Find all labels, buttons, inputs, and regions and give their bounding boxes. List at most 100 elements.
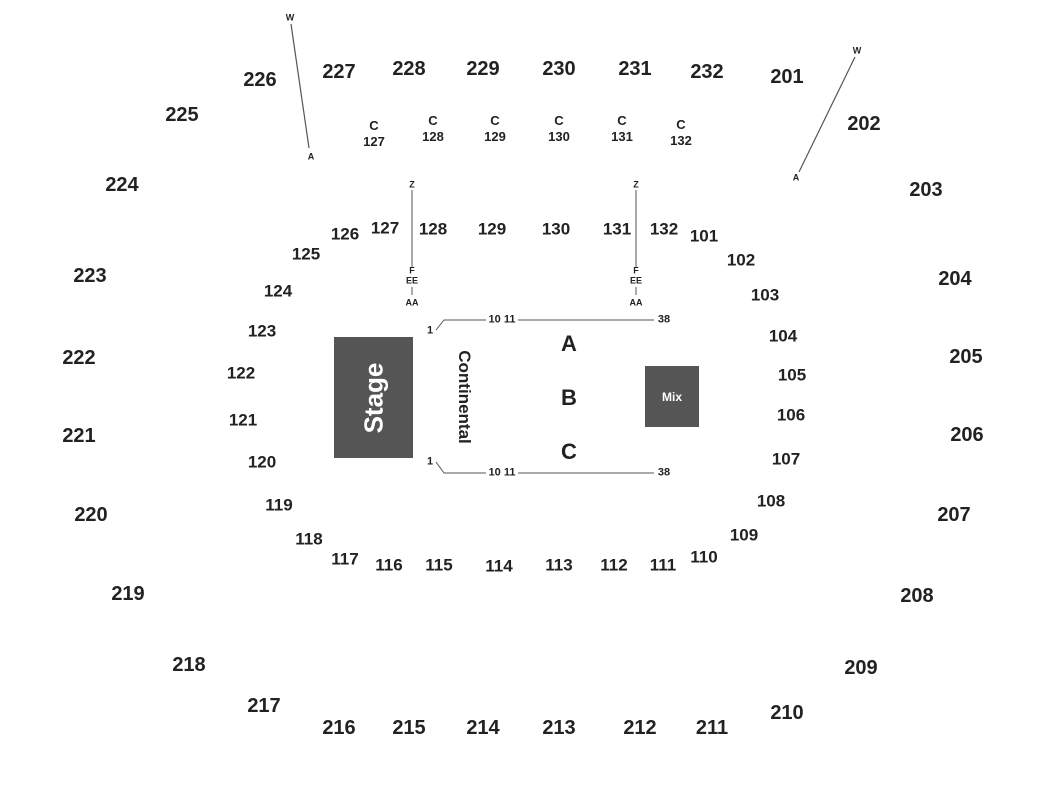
section-128[interactable]: 128 bbox=[418, 219, 448, 239]
section-130[interactable]: 130 bbox=[541, 219, 571, 239]
section-222[interactable]: 222 bbox=[62, 347, 96, 369]
section-221[interactable]: 221 bbox=[62, 425, 96, 447]
section-215[interactable]: 215 bbox=[392, 717, 426, 739]
section-112[interactable]: 112 bbox=[600, 555, 628, 575]
floor-section-a[interactable]: A bbox=[561, 331, 577, 356]
club-letter: C bbox=[428, 113, 438, 128]
section-113[interactable]: 113 bbox=[545, 555, 573, 575]
section-213[interactable]: 213 bbox=[542, 717, 576, 739]
section-115[interactable]: 115 bbox=[425, 555, 453, 575]
club-number: 130 bbox=[548, 129, 570, 144]
section-223[interactable]: 223 bbox=[73, 265, 107, 287]
section-218[interactable]: 218 bbox=[172, 654, 206, 676]
section-219[interactable]: 219 bbox=[111, 583, 145, 605]
section-228[interactable]: 228 bbox=[392, 58, 426, 80]
section-227[interactable]: 227 bbox=[322, 61, 356, 83]
floor-seat-mid-top: 10 11 bbox=[488, 313, 516, 326]
club-letter: C bbox=[554, 113, 564, 128]
section-209[interactable]: 209 bbox=[844, 657, 878, 679]
club-number: 128 bbox=[422, 129, 444, 144]
section-107[interactable]: 107 bbox=[771, 449, 801, 469]
section-231[interactable]: 231 bbox=[618, 58, 652, 80]
left-ramp-row-w: W bbox=[285, 12, 295, 23]
section-211[interactable]: 211 bbox=[695, 717, 729, 739]
floor-section-c[interactable]: C bbox=[561, 439, 577, 464]
mix-position: Mix bbox=[645, 366, 699, 427]
stage: Stage bbox=[334, 337, 413, 458]
right-aisle-row-ee: EE bbox=[629, 275, 643, 286]
section-225[interactable]: 225 bbox=[165, 104, 199, 126]
club-number: 127 bbox=[363, 134, 385, 149]
club-number: 132 bbox=[670, 133, 692, 148]
club-letter: C bbox=[676, 117, 686, 132]
right-aisle-row-f: F bbox=[633, 265, 639, 276]
section-122[interactable]: 122 bbox=[226, 363, 256, 383]
section-206[interactable]: 206 bbox=[950, 424, 984, 446]
section-202[interactable]: 202 bbox=[847, 113, 881, 135]
section-204[interactable]: 204 bbox=[938, 268, 972, 290]
section-127[interactable]: 127 bbox=[370, 218, 400, 238]
section-203[interactable]: 203 bbox=[909, 179, 943, 201]
section-104[interactable]: 104 bbox=[768, 326, 798, 346]
section-110[interactable]: 110 bbox=[690, 547, 718, 567]
section-109[interactable]: 109 bbox=[729, 525, 759, 545]
club-letter: C bbox=[490, 113, 500, 128]
section-207[interactable]: 207 bbox=[937, 504, 971, 526]
floor-seat-end-top: 38 bbox=[657, 313, 671, 326]
section-220[interactable]: 220 bbox=[74, 504, 108, 526]
left-aisle-row-aa: AA bbox=[405, 297, 419, 308]
club-letter: C bbox=[369, 118, 379, 133]
club-number: 131 bbox=[611, 129, 633, 144]
left-ramp-row-a: A bbox=[307, 151, 315, 162]
section-114[interactable]: 114 bbox=[485, 556, 513, 576]
section-224[interactable]: 224 bbox=[105, 174, 139, 196]
section-103[interactable]: 103 bbox=[750, 285, 780, 305]
section-108[interactable]: 108 bbox=[756, 491, 786, 511]
section-208[interactable]: 208 bbox=[900, 585, 934, 607]
section-116[interactable]: 116 bbox=[375, 555, 403, 575]
section-125[interactable]: 125 bbox=[291, 244, 321, 264]
section-123[interactable]: 123 bbox=[247, 321, 277, 341]
section-214[interactable]: 214 bbox=[466, 717, 500, 739]
section-205[interactable]: 205 bbox=[949, 346, 983, 368]
section-229[interactable]: 229 bbox=[466, 58, 500, 80]
mix-label: Mix bbox=[661, 389, 683, 404]
floor-seat-start-bottom: 1 bbox=[426, 455, 434, 468]
section-106[interactable]: 106 bbox=[776, 405, 806, 425]
section-201[interactable]: 201 bbox=[770, 66, 804, 88]
section-121[interactable]: 121 bbox=[228, 410, 258, 430]
section-120[interactable]: 120 bbox=[247, 452, 277, 472]
section-212[interactable]: 212 bbox=[623, 717, 657, 739]
section-131[interactable]: 131 bbox=[602, 219, 632, 239]
section-132[interactable]: 132 bbox=[649, 219, 679, 239]
section-119[interactable]: 119 bbox=[265, 495, 293, 515]
section-118[interactable]: 118 bbox=[295, 529, 323, 549]
left-aisle-row-z: Z bbox=[409, 179, 415, 190]
floor-section-b[interactable]: B bbox=[561, 385, 577, 410]
section-101[interactable]: 101 bbox=[689, 226, 719, 246]
club-letter: C bbox=[617, 113, 627, 128]
section-230[interactable]: 230 bbox=[542, 58, 576, 80]
section-126[interactable]: 126 bbox=[330, 224, 360, 244]
section-216[interactable]: 216 bbox=[322, 717, 356, 739]
section-217[interactable]: 217 bbox=[247, 695, 281, 717]
section-117[interactable]: 117 bbox=[331, 549, 359, 569]
section-232[interactable]: 232 bbox=[690, 61, 724, 83]
left-aisle-row-f: F bbox=[409, 265, 415, 276]
stage-label: Stage bbox=[358, 362, 388, 433]
section-226[interactable]: 226 bbox=[243, 69, 277, 91]
section-111[interactable]: 111 bbox=[649, 555, 677, 575]
section-129[interactable]: 129 bbox=[477, 219, 507, 239]
section-105[interactable]: 105 bbox=[777, 365, 807, 385]
section-210[interactable]: 210 bbox=[770, 702, 804, 724]
club-number: 129 bbox=[484, 129, 506, 144]
section-124[interactable]: 124 bbox=[263, 281, 293, 301]
section-102[interactable]: 102 bbox=[726, 250, 756, 270]
